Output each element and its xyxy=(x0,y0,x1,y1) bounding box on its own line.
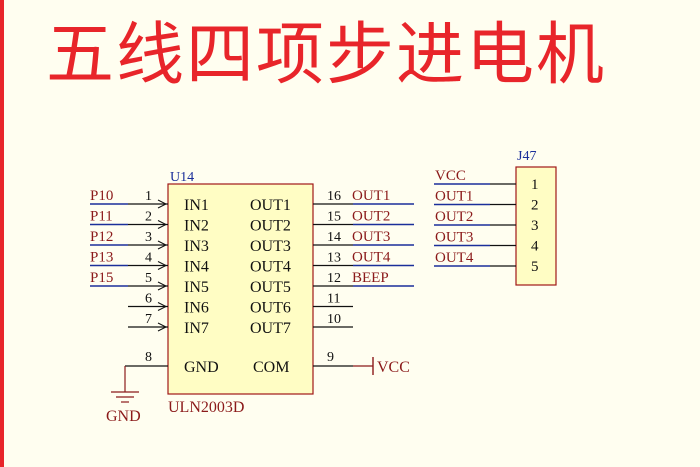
u14-refdes: U14 xyxy=(170,170,194,185)
u14-pin-num: 11 xyxy=(327,292,340,307)
j47-pin-num: 2 xyxy=(531,198,539,214)
page-border xyxy=(0,0,4,467)
u14-gnd-pin-num: 8 xyxy=(145,350,152,365)
u14-pin-name: OUT6 xyxy=(250,300,291,317)
net-label: BEEP xyxy=(352,270,389,286)
page-title: 五线四项步进电机 xyxy=(46,16,607,95)
net-label: P10 xyxy=(90,188,113,204)
u14-pin-name: IN4 xyxy=(184,259,209,276)
u14-pin-name: OUT4 xyxy=(250,259,291,276)
u14-com-pin: 9 COM VCC xyxy=(253,350,410,376)
j47-pins: 1 VCC 2 OUT1 3 OUT2 4 OUT3 5 OUT4 xyxy=(434,168,539,275)
u14-pin-num: 4 xyxy=(145,251,152,266)
j47-refdes: J47 xyxy=(517,149,536,164)
u14-pin-num: 1 xyxy=(145,189,152,204)
u14-pin-num: 16 xyxy=(327,189,341,204)
u14-pin-name: IN3 xyxy=(184,238,209,255)
j47-pin-5: 5 OUT4 xyxy=(434,250,539,275)
j47-pin-num: 4 xyxy=(531,239,539,255)
net-label: OUT2 xyxy=(435,209,473,225)
u14-pin-name: IN6 xyxy=(184,300,209,317)
j47-pin-1: 1 VCC xyxy=(434,168,539,193)
u14-pin-name: OUT1 xyxy=(250,197,291,214)
u14-pin-name: IN5 xyxy=(184,279,209,296)
u14-pin-name: OUT7 xyxy=(250,320,291,337)
u14-pin-name: OUT5 xyxy=(250,279,291,296)
j47-pin-3: 3 OUT2 xyxy=(434,209,539,234)
u14-part: ULN2003D xyxy=(168,399,244,416)
u14-left-pins: 1IN1P102IN2P113IN3P124IN4P135IN5P156IN67… xyxy=(90,188,209,337)
u14-gnd-pin: 8 GND xyxy=(124,350,219,392)
net-label: OUT1 xyxy=(435,189,473,205)
u14-pin-num: 3 xyxy=(145,230,152,245)
u14-right-pins: 16OUT1OUT115OUT2OUT214OUT3OUT313OUT4OUT4… xyxy=(250,188,414,337)
net-label: OUT3 xyxy=(352,229,390,245)
net-label: P11 xyxy=(90,209,113,225)
u14-pin-name: IN7 xyxy=(184,320,209,337)
net-label: OUT4 xyxy=(352,250,391,266)
net-label: OUT4 xyxy=(435,250,474,266)
j47-body xyxy=(515,166,557,286)
net-label: OUT1 xyxy=(352,188,390,204)
vcc-port-label: VCC xyxy=(377,359,410,376)
j47-pin-num: 3 xyxy=(531,218,539,234)
u14-pin-num: 2 xyxy=(145,210,152,225)
u14-pin-num: 7 xyxy=(145,312,152,327)
u14-pin-num: 13 xyxy=(327,251,341,266)
j47-pin-4: 4 OUT3 xyxy=(434,230,539,255)
gnd-label: GND xyxy=(106,408,141,425)
net-label: P13 xyxy=(90,250,113,266)
net-label: P12 xyxy=(90,229,113,245)
net-label: OUT2 xyxy=(352,209,390,225)
u14-pin-num: 15 xyxy=(327,210,341,225)
u14-pin-num: 14 xyxy=(327,230,341,245)
u14-pin-num: 5 xyxy=(145,271,152,286)
u14-pin-name: IN1 xyxy=(184,197,209,214)
u14-com-pin-num: 9 xyxy=(327,350,334,365)
u14-pin-name: IN2 xyxy=(184,218,209,235)
net-label: P15 xyxy=(90,270,113,286)
net-label: VCC xyxy=(435,168,466,184)
net-label: OUT3 xyxy=(435,230,473,246)
u14-pin-name: OUT3 xyxy=(250,238,291,255)
u14-pin-num: 10 xyxy=(327,312,341,327)
u14-pin-num: 6 xyxy=(145,292,152,307)
j47-pin-2: 2 OUT1 xyxy=(434,189,539,214)
u14-com-pin-name: COM xyxy=(253,359,289,376)
j47-pin-num: 1 xyxy=(531,177,539,193)
u14-body xyxy=(167,183,314,395)
u14-pin-num: 12 xyxy=(327,271,341,286)
gnd-symbol: GND xyxy=(106,391,141,425)
u14-pin-name: OUT2 xyxy=(250,218,291,235)
u14-gnd-pin-name: GND xyxy=(184,359,219,376)
j47-pin-num: 5 xyxy=(531,259,539,275)
